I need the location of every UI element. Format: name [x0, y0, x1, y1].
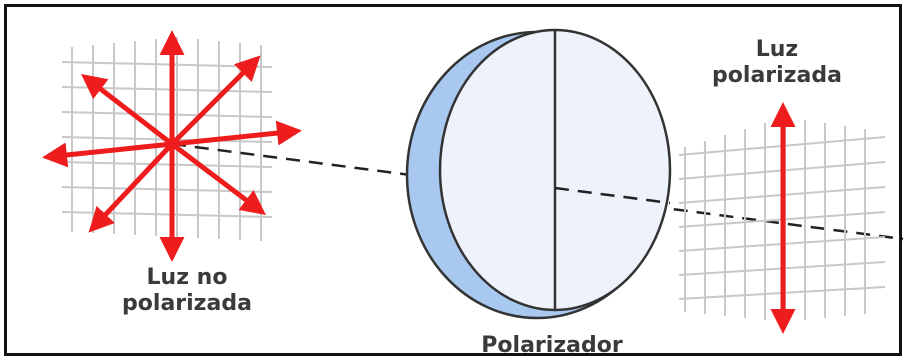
unpolarized-label-line2: polarizada — [102, 291, 272, 317]
arrow-up-left — [85, 77, 172, 144]
unpolarized-arrows — [47, 35, 297, 257]
polarized-light-label: Luz polarizada — [697, 37, 857, 89]
polarizer-label: Polarizador — [437, 333, 667, 359]
polarizer-disk — [407, 30, 670, 318]
diagram-frame: Luz no polarizada Luz polarizada Polariz… — [4, 4, 902, 356]
unpolarized-label-line1: Luz no — [102, 265, 272, 291]
arrow-left — [47, 144, 172, 157]
unpolarized-light-label: Luz no polarizada — [102, 265, 272, 317]
arrow-down-left — [92, 144, 172, 229]
polarized-label-line1: Luz — [697, 37, 857, 63]
polarized-label-line2: polarizada — [697, 63, 857, 89]
arrow-up-right — [172, 59, 257, 144]
